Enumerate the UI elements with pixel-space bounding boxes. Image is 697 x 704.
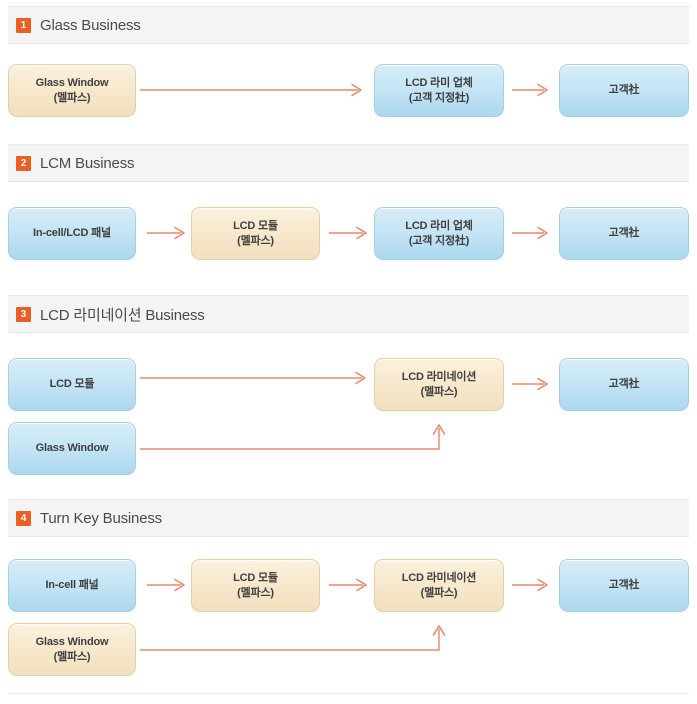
node-line1: LCD 모듈 — [233, 571, 278, 584]
section-number-badge: 2 — [16, 155, 31, 171]
section-header-2: 2 LCM Business — [8, 144, 689, 182]
node-lcd-lamination[interactable]: LCD 라미네이션 (멜파스) — [374, 559, 504, 612]
arrow-right — [512, 83, 556, 97]
node-line2: (고객 지정社) — [408, 91, 470, 104]
node-line1: 고객社 — [608, 579, 640, 591]
bottom-divider — [8, 693, 689, 694]
section-title: LCD 라미네이션 Business — [40, 306, 205, 324]
node-lcd-lami-vendor[interactable]: LCD 라미 업체 (고객 지정社) — [374, 64, 504, 117]
node-lcd-lamination[interactable]: LCD 라미네이션 (멜파스) — [374, 358, 504, 411]
arrow-right — [512, 226, 556, 240]
arrow-elbow-up — [140, 420, 460, 460]
section-number-badge: 1 — [16, 17, 31, 33]
node-line1: Glass Window — [35, 635, 109, 648]
section-header-1: 1 Glass Business — [8, 6, 689, 44]
section-title: LCM Business — [40, 154, 135, 172]
section-title: Turn Key Business — [40, 509, 162, 527]
node-lcd-module[interactable]: LCD 모듈 — [8, 358, 136, 411]
arrow-right — [147, 226, 195, 240]
node-line1: 고객社 — [608, 84, 640, 96]
arrow-right — [140, 371, 374, 385]
node-line1: LCD 라미 업체 — [405, 219, 473, 232]
node-customer[interactable]: 고객社 — [559, 64, 689, 117]
arrow-right — [140, 83, 370, 97]
section-header-3: 3 LCD 라미네이션 Business — [8, 295, 689, 333]
arrow-elbow-up — [140, 621, 460, 661]
node-customer[interactable]: 고객社 — [559, 559, 689, 612]
node-lcd-module[interactable]: LCD 모듈 (멜파스) — [191, 207, 320, 260]
node-line1: In-cell/LCD 패널 — [33, 227, 111, 239]
section-header-4: 4 Turn Key Business — [8, 499, 689, 537]
node-line2: (고객 지정社) — [408, 234, 470, 247]
arrow-right — [512, 578, 556, 592]
arrow-right — [329, 226, 377, 240]
node-glass-window[interactable]: Glass Window (멜파스) — [8, 623, 136, 676]
node-line1: In-cell 패널 — [45, 579, 99, 591]
node-line1: Glass Window — [35, 442, 109, 454]
section-title: Glass Business — [40, 16, 141, 34]
arrow-right — [147, 578, 195, 592]
node-incell-panel[interactable]: In-cell 패널 — [8, 559, 136, 612]
node-line1: LCD 라미네이션 — [401, 571, 477, 584]
node-line1: Glass Window — [35, 76, 109, 89]
node-line1: 고객社 — [608, 378, 640, 390]
node-line2: (멜파스) — [53, 91, 91, 104]
node-customer[interactable]: 고객社 — [559, 207, 689, 260]
node-line2: (멜파스) — [237, 586, 274, 599]
node-line1: LCD 라미네이션 — [401, 370, 477, 383]
node-line2: (멜파스) — [237, 234, 274, 247]
arrow-right — [512, 377, 556, 391]
node-lcd-lami-vendor[interactable]: LCD 라미 업체 (고객 지정社) — [374, 207, 504, 260]
node-customer[interactable]: 고객社 — [559, 358, 689, 411]
arrow-right — [329, 578, 377, 592]
node-incell-lcd-panel[interactable]: In-cell/LCD 패널 — [8, 207, 136, 260]
section-number-badge: 3 — [16, 306, 31, 322]
node-line2: (멜파스) — [420, 385, 458, 398]
node-lcd-module[interactable]: LCD 모듈 (멜파스) — [191, 559, 320, 612]
section-number-badge: 4 — [16, 510, 31, 526]
node-glass-window[interactable]: Glass Window (멜파스) — [8, 64, 136, 117]
node-line1: LCD 모듈 — [49, 378, 95, 390]
node-line1: 고객社 — [608, 227, 640, 239]
node-line2: (멜파스) — [53, 650, 91, 663]
node-line2: (멜파스) — [420, 586, 458, 599]
node-line1: LCD 라미 업체 — [405, 76, 473, 89]
node-line1: LCD 모듈 — [233, 219, 278, 232]
node-glass-window[interactable]: Glass Window — [8, 422, 136, 475]
